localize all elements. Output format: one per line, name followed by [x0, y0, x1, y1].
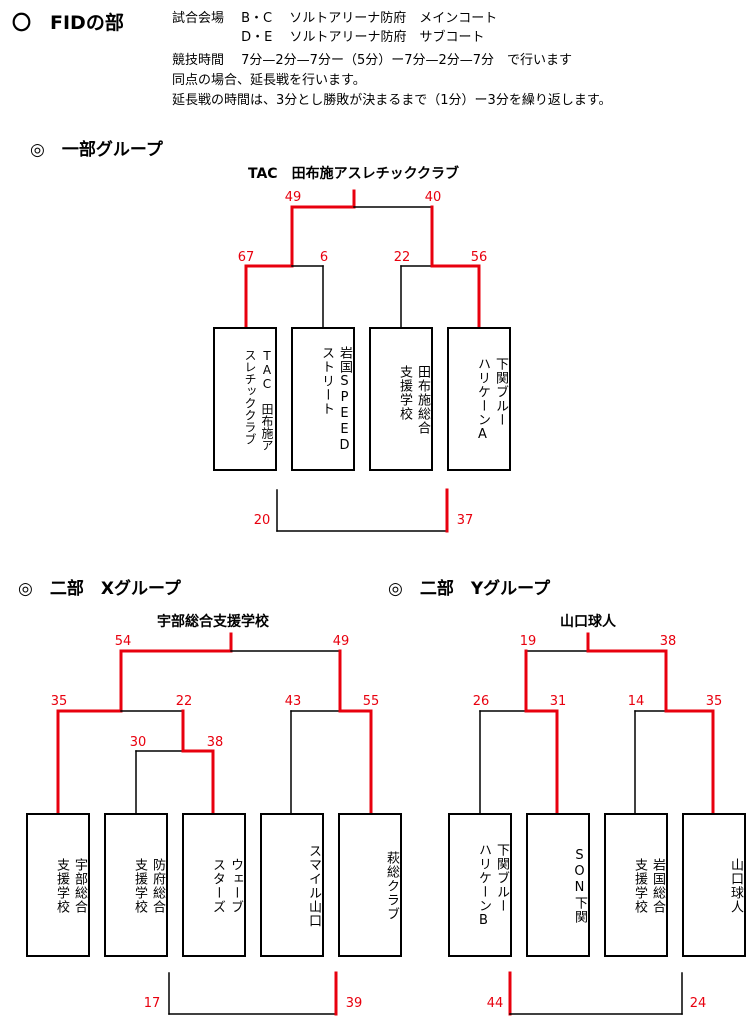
- team-name: 下関ブルー ハリケーンB: [476, 843, 509, 929]
- team-name: 防府総合 支援学校: [132, 858, 165, 914]
- ichibu-winner: TAC 田布施アスレチッククラブ: [248, 166, 460, 182]
- overtime-rule-line: 延長戦の時間は、3分とし勝敗が決まるまで（1分）ー3分を繰り返します。: [172, 93, 612, 108]
- team-box: 岩国総合 支援学校: [604, 813, 668, 957]
- y-q4-score: 35: [705, 694, 723, 709]
- y-third-left-score: 44: [486, 996, 504, 1011]
- x-q1-score: 35: [50, 694, 68, 709]
- x-r1-right-score: 38: [206, 735, 224, 750]
- ichibu-q2-score: 6: [319, 250, 329, 265]
- team-box: 岩国SPEED ストリート: [291, 327, 355, 471]
- x-r1-left-score: 30: [129, 735, 147, 750]
- team-name: ウェーブ スターズ: [210, 858, 243, 914]
- x-group-title: ◎ 二部 Xグループ: [18, 579, 181, 599]
- team-box: 田布施総合 支援学校: [369, 327, 433, 471]
- y-winner: 山口球人: [560, 614, 616, 630]
- team-name: TAC 田布施ア スレチッククラブ: [243, 349, 274, 451]
- team-box: 防府総合 支援学校: [104, 813, 168, 957]
- y-q2-score: 31: [549, 694, 567, 709]
- team-box: 萩総クラブ: [338, 813, 402, 957]
- team-box: 宇部総合 支援学校: [26, 813, 90, 957]
- venue-line-2: D・E ソルトアリーナ防府 サブコート: [172, 30, 485, 45]
- team-box: TAC 田布施ア スレチッククラブ: [213, 327, 277, 471]
- ichibu-group-title: ◎ 一部グループ: [30, 140, 163, 160]
- tie-rule-line: 同点の場合、延長戦を行います。: [172, 73, 366, 88]
- x-final-left-score: 54: [114, 634, 132, 649]
- ichibu-q3-score: 22: [393, 250, 411, 265]
- y-third-right-score: 24: [689, 996, 707, 1011]
- team-box: 山口球人: [682, 813, 746, 957]
- team-box: 下関ブルー ハリケーンB: [448, 813, 512, 957]
- x-q3-score: 43: [284, 694, 302, 709]
- x-third-left-score: 17: [143, 996, 161, 1011]
- ichibu-q1-score: 67: [237, 250, 255, 265]
- ichibu-q4-score: 56: [470, 250, 488, 265]
- team-name: 岩国総合 支援学校: [632, 858, 665, 914]
- team-name: スマイル山口: [306, 844, 321, 928]
- venue-line-1: 試合会場 B・C ソルトアリーナ防府 メインコート: [172, 11, 498, 26]
- team-name: 下関ブルー ハリケーンA: [475, 357, 508, 443]
- team-name: SON下関: [572, 848, 587, 924]
- team-box: ウェーブ スターズ: [182, 813, 246, 957]
- game-time-line: 競技時間 7分—2分—7分ー（5分）ー7分—2分—7分 で行います: [172, 53, 573, 68]
- team-name: 田布施総合 支援学校: [397, 365, 430, 435]
- team-name: 山口球人: [728, 858, 743, 914]
- team-name: 宇部総合 支援学校: [54, 858, 87, 914]
- x-q4-score: 55: [362, 694, 380, 709]
- ichibu-third-right-score: 37: [456, 513, 474, 528]
- y-group-title: ◎ 二部 Yグループ: [388, 579, 551, 599]
- x-q2-score: 22: [175, 694, 193, 709]
- team-box: 下関ブルー ハリケーンA: [447, 327, 511, 471]
- page-title: 〇 FIDの部: [12, 12, 124, 34]
- ichibu-bracket-lines: [244, 189, 481, 533]
- team-box: SON下関: [526, 813, 590, 957]
- x-third-right-score: 39: [345, 996, 363, 1011]
- x-bracket-lines: [56, 632, 373, 1016]
- x-final-right-score: 49: [332, 634, 350, 649]
- team-name: 萩総クラブ: [384, 851, 399, 921]
- y-q3-score: 14: [627, 694, 645, 709]
- ichibu-semi-right-score: 40: [424, 190, 442, 205]
- y-bracket-lines: [479, 632, 715, 1016]
- x-winner: 宇部総合支援学校: [157, 614, 269, 630]
- y-final-left-score: 19: [519, 634, 537, 649]
- team-box: スマイル山口: [260, 813, 324, 957]
- y-q1-score: 26: [472, 694, 490, 709]
- y-final-right-score: 38: [659, 634, 677, 649]
- team-name: 岩国SPEED ストリート: [319, 346, 352, 454]
- ichibu-third-left-score: 20: [253, 513, 271, 528]
- ichibu-semi-left-score: 49: [284, 190, 302, 205]
